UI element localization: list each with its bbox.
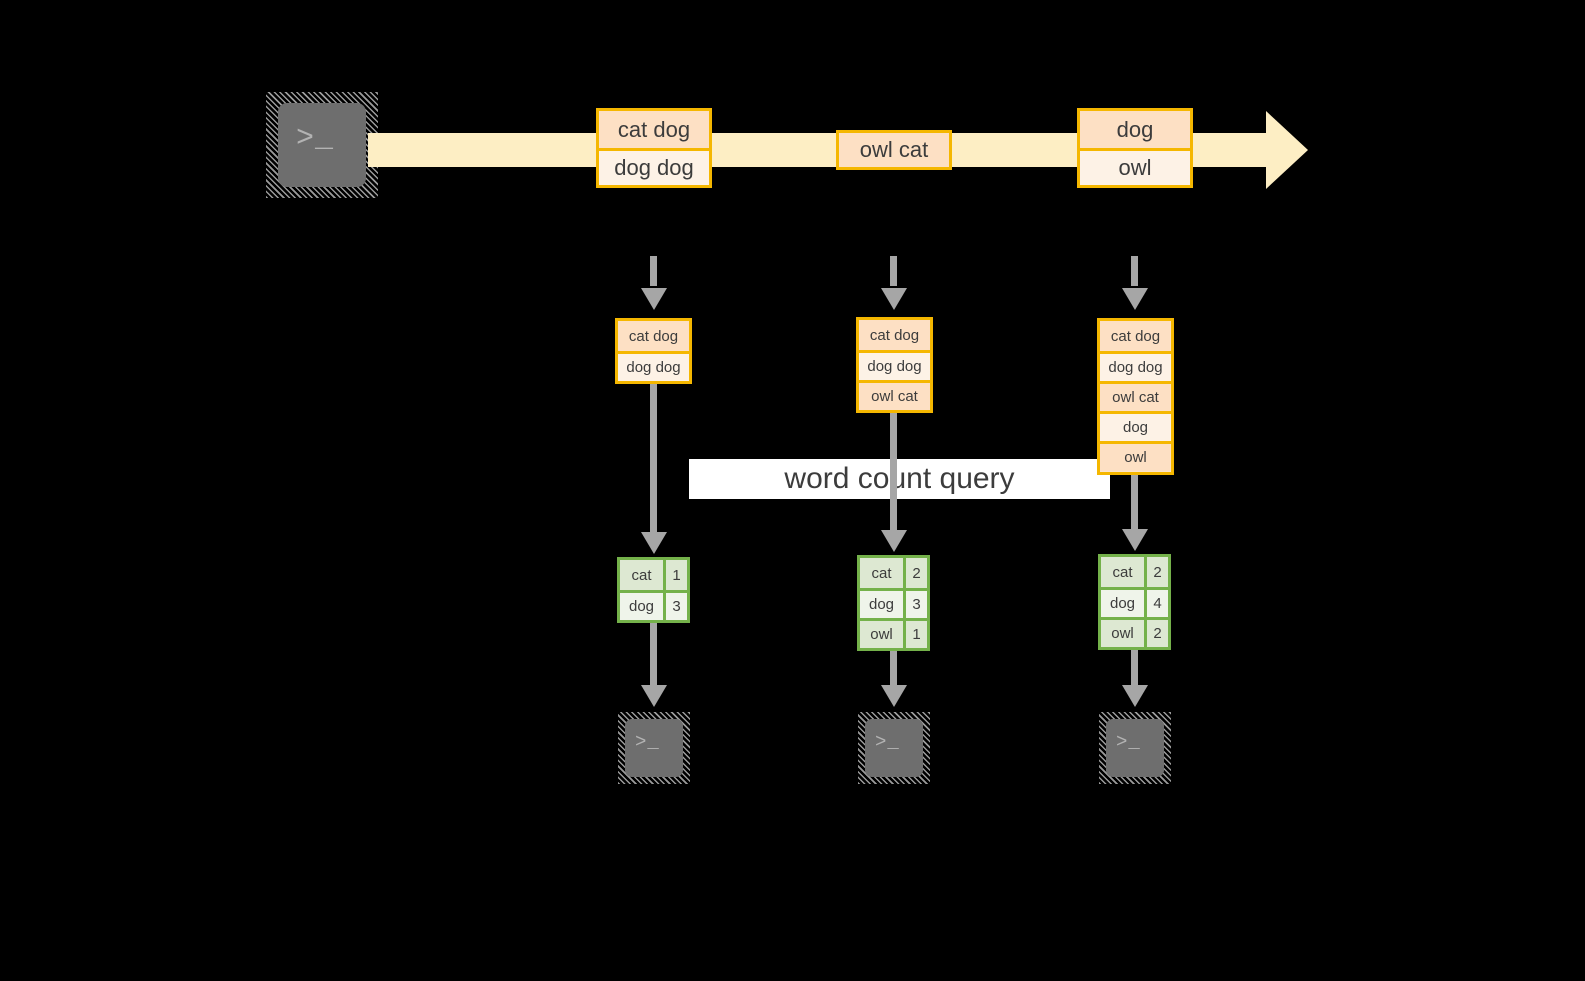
terminal-prompt-glyph: >_ <box>875 731 900 753</box>
snapshot-3-query-arrowhead-icon <box>1122 529 1148 551</box>
table-cell-word: cat <box>620 560 663 590</box>
table-cell-word: cat <box>860 558 903 588</box>
stream-record-1: cat dog dog dog <box>596 108 712 188</box>
snapshot-2-records: cat dog dog dog owl cat <box>856 317 933 413</box>
snapshot-3-query-arrow-line <box>1131 475 1138 529</box>
table-row: cat 2 <box>860 558 927 588</box>
record-line: cat dog <box>1100 321 1171 351</box>
snapshot-1-sink-arrow-line <box>650 623 657 685</box>
snapshot-2-inbound-arrowhead-icon <box>881 288 907 310</box>
snapshot-3-sink-arrowhead-icon <box>1122 685 1148 707</box>
table-row: dog 3 <box>620 590 687 620</box>
record-line: dog dog <box>1100 351 1171 381</box>
word-count-query-banner: word count query <box>689 459 1110 499</box>
snapshot-1-query-arrow-line-overlay <box>650 459 657 499</box>
table-cell-word: cat <box>1101 557 1144 587</box>
snapshot-1-result-table: cat 1 dog 3 <box>617 557 690 623</box>
snapshot-3-sink-terminal-icon: >_ <box>1099 712 1171 784</box>
snapshot-3-inbound-arrowhead-icon <box>1122 288 1148 310</box>
record-line: cat dog <box>618 321 689 351</box>
snapshot-1-inbound-arrowhead-icon <box>641 288 667 310</box>
table-row: dog 3 <box>860 588 927 618</box>
table-cell-count: 1 <box>903 621 927 648</box>
stream-record-3: dog owl <box>1077 108 1193 188</box>
record-line: owl cat <box>1100 381 1171 411</box>
table-cell-count: 2 <box>903 558 927 588</box>
table-cell-count: 2 <box>1144 620 1168 647</box>
snapshot-2-sink-arrowhead-icon <box>881 685 907 707</box>
snapshot-3-result-table: cat 2 dog 4 owl 2 <box>1098 554 1171 650</box>
terminal-body <box>865 719 923 777</box>
record-line: owl <box>1100 441 1171 471</box>
terminal-body <box>625 719 683 777</box>
snapshot-1-records: cat dog dog dog <box>615 318 692 384</box>
snapshot-3-inbound-dash <box>1131 256 1138 286</box>
snapshot-2-query-arrowhead-icon <box>881 530 907 552</box>
table-cell-word: dog <box>620 593 663 620</box>
snapshot-2-result-table: cat 2 dog 3 owl 1 <box>857 555 930 651</box>
record-line: cat dog <box>599 111 709 148</box>
record-line: owl cat <box>859 380 930 410</box>
table-cell-count: 3 <box>903 591 927 618</box>
terminal-prompt-glyph: >_ <box>635 731 660 753</box>
record-line: cat dog <box>859 320 930 350</box>
snapshot-1-query-arrowhead-icon <box>641 532 667 554</box>
snapshot-1-query-arrow-line <box>650 384 657 532</box>
table-cell-count: 1 <box>663 560 687 590</box>
table-cell-word: dog <box>1101 590 1144 617</box>
table-cell-count: 3 <box>663 593 687 620</box>
snapshot-2-sink-arrow-line <box>890 651 897 685</box>
table-cell-count: 4 <box>1144 590 1168 617</box>
record-line: dog dog <box>599 148 709 185</box>
snapshot-1-inbound-dash <box>650 256 657 286</box>
record-line: dog dog <box>618 351 689 381</box>
snapshot-2-sink-terminal-icon: >_ <box>858 712 930 784</box>
table-row: cat 2 <box>1101 557 1168 587</box>
record-line: owl cat <box>839 133 949 167</box>
record-line: dog dog <box>859 350 930 380</box>
table-row: dog 4 <box>1101 587 1168 617</box>
stream-record-2: owl cat <box>836 130 952 170</box>
snapshot-1-sink-terminal-icon: >_ <box>618 712 690 784</box>
table-row: owl 1 <box>860 618 927 648</box>
snapshot-1-sink-arrowhead-icon <box>641 685 667 707</box>
snapshot-2-query-arrow-line-overlay <box>890 459 897 499</box>
stream-arrow-head-icon <box>1266 111 1308 189</box>
terminal-prompt-glyph: >_ <box>296 122 335 156</box>
table-cell-count: 2 <box>1144 557 1168 587</box>
record-line: dog <box>1080 111 1190 148</box>
terminal-body <box>1106 719 1164 777</box>
table-cell-word: owl <box>860 621 903 648</box>
table-cell-word: owl <box>1101 620 1144 647</box>
terminal-prompt-glyph: >_ <box>1116 731 1141 753</box>
source-terminal-icon: >_ <box>266 92 378 198</box>
snapshot-3-records-overlay: cat dog dog dog owl cat dog owl <box>1097 318 1174 475</box>
terminal-body <box>278 103 366 187</box>
record-line: owl <box>1080 148 1190 185</box>
table-row: owl 2 <box>1101 617 1168 647</box>
snapshot-2-inbound-dash <box>890 256 897 286</box>
record-line: dog <box>1100 411 1171 441</box>
snapshot-3-sink-arrow-line <box>1131 650 1138 685</box>
table-row: cat 1 <box>620 560 687 590</box>
table-cell-word: dog <box>860 591 903 618</box>
